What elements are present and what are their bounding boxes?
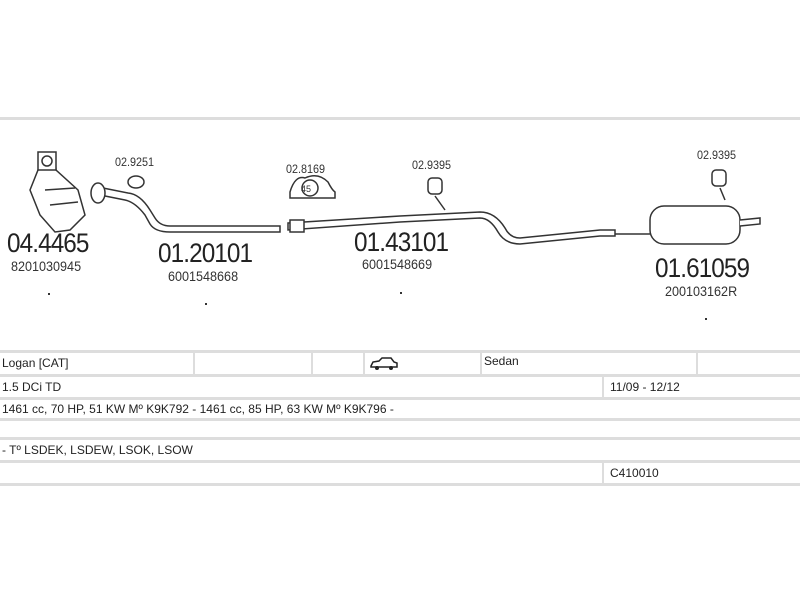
- marker: [48, 293, 50, 295]
- top-divider: [0, 117, 800, 120]
- marker: [705, 318, 707, 320]
- table-row: - Tº LSDEK, LSDEW, LSOK, LSOW: [0, 440, 800, 463]
- clamp-size-label: 45: [301, 184, 311, 194]
- car-icon: [370, 357, 398, 370]
- part-number: 01.61059: [655, 253, 750, 283]
- clamp-number: 02.9251: [115, 155, 155, 169]
- middle-pipe: [287, 211, 616, 245]
- exhaust-diagram: 45: [29, 151, 761, 245]
- dates-cell: 11/09 - 12/12: [602, 377, 680, 397]
- catalytic-converter: [29, 151, 86, 233]
- specs-cell: 1461 cc, 70 HP, 51 KW Mº K9K792 - 1461 c…: [2, 402, 394, 416]
- oe-number: 8201030945: [11, 258, 82, 274]
- oe-number: 200103162R: [665, 283, 738, 299]
- table-row: Logan [CAT] Sedan: [0, 353, 800, 377]
- part-number: 04.4465: [7, 228, 89, 258]
- table-row: 1461 cc, 70 HP, 51 KW Mº K9K792 - 1461 c…: [0, 400, 800, 421]
- table-row: C410010: [0, 463, 800, 486]
- marker: [205, 303, 207, 305]
- code-cell: C410010: [602, 463, 659, 483]
- clamp-number: 02.9395: [697, 148, 737, 162]
- empty-cell: [311, 353, 363, 374]
- front-pipe: [90, 182, 281, 233]
- empty-cell: [193, 353, 311, 374]
- empty-cell: [696, 353, 700, 374]
- types-cell: - Tº LSDEK, LSDEW, LSOK, LSOW: [2, 443, 193, 457]
- table-row: [0, 421, 800, 440]
- gasket: [127, 175, 145, 189]
- table-row: 1.5 DCi TD 11/09 - 12/12: [0, 377, 800, 400]
- rubber-hanger: [427, 177, 446, 211]
- rubber-hanger: [711, 169, 727, 201]
- oe-number: 6001548668: [168, 268, 239, 284]
- engine-cell: 1.5 DCi TD: [2, 380, 62, 394]
- rear-muffler: [615, 205, 761, 245]
- table-top-border: [0, 350, 800, 353]
- oe-number: 6001548669: [362, 256, 433, 272]
- clamp: [289, 175, 336, 199]
- pipe-connector: [289, 219, 305, 233]
- clamp-number: 02.9395: [412, 158, 452, 172]
- marker: [400, 292, 402, 294]
- part-number: 01.43101: [354, 227, 449, 257]
- part-number: 01.20101: [158, 238, 253, 268]
- clamp-number: 02.8169: [286, 162, 326, 176]
- model-cell: Logan [CAT]: [2, 356, 69, 370]
- car-icon-cell: [363, 353, 480, 374]
- body-type-cell: Sedan: [480, 353, 696, 374]
